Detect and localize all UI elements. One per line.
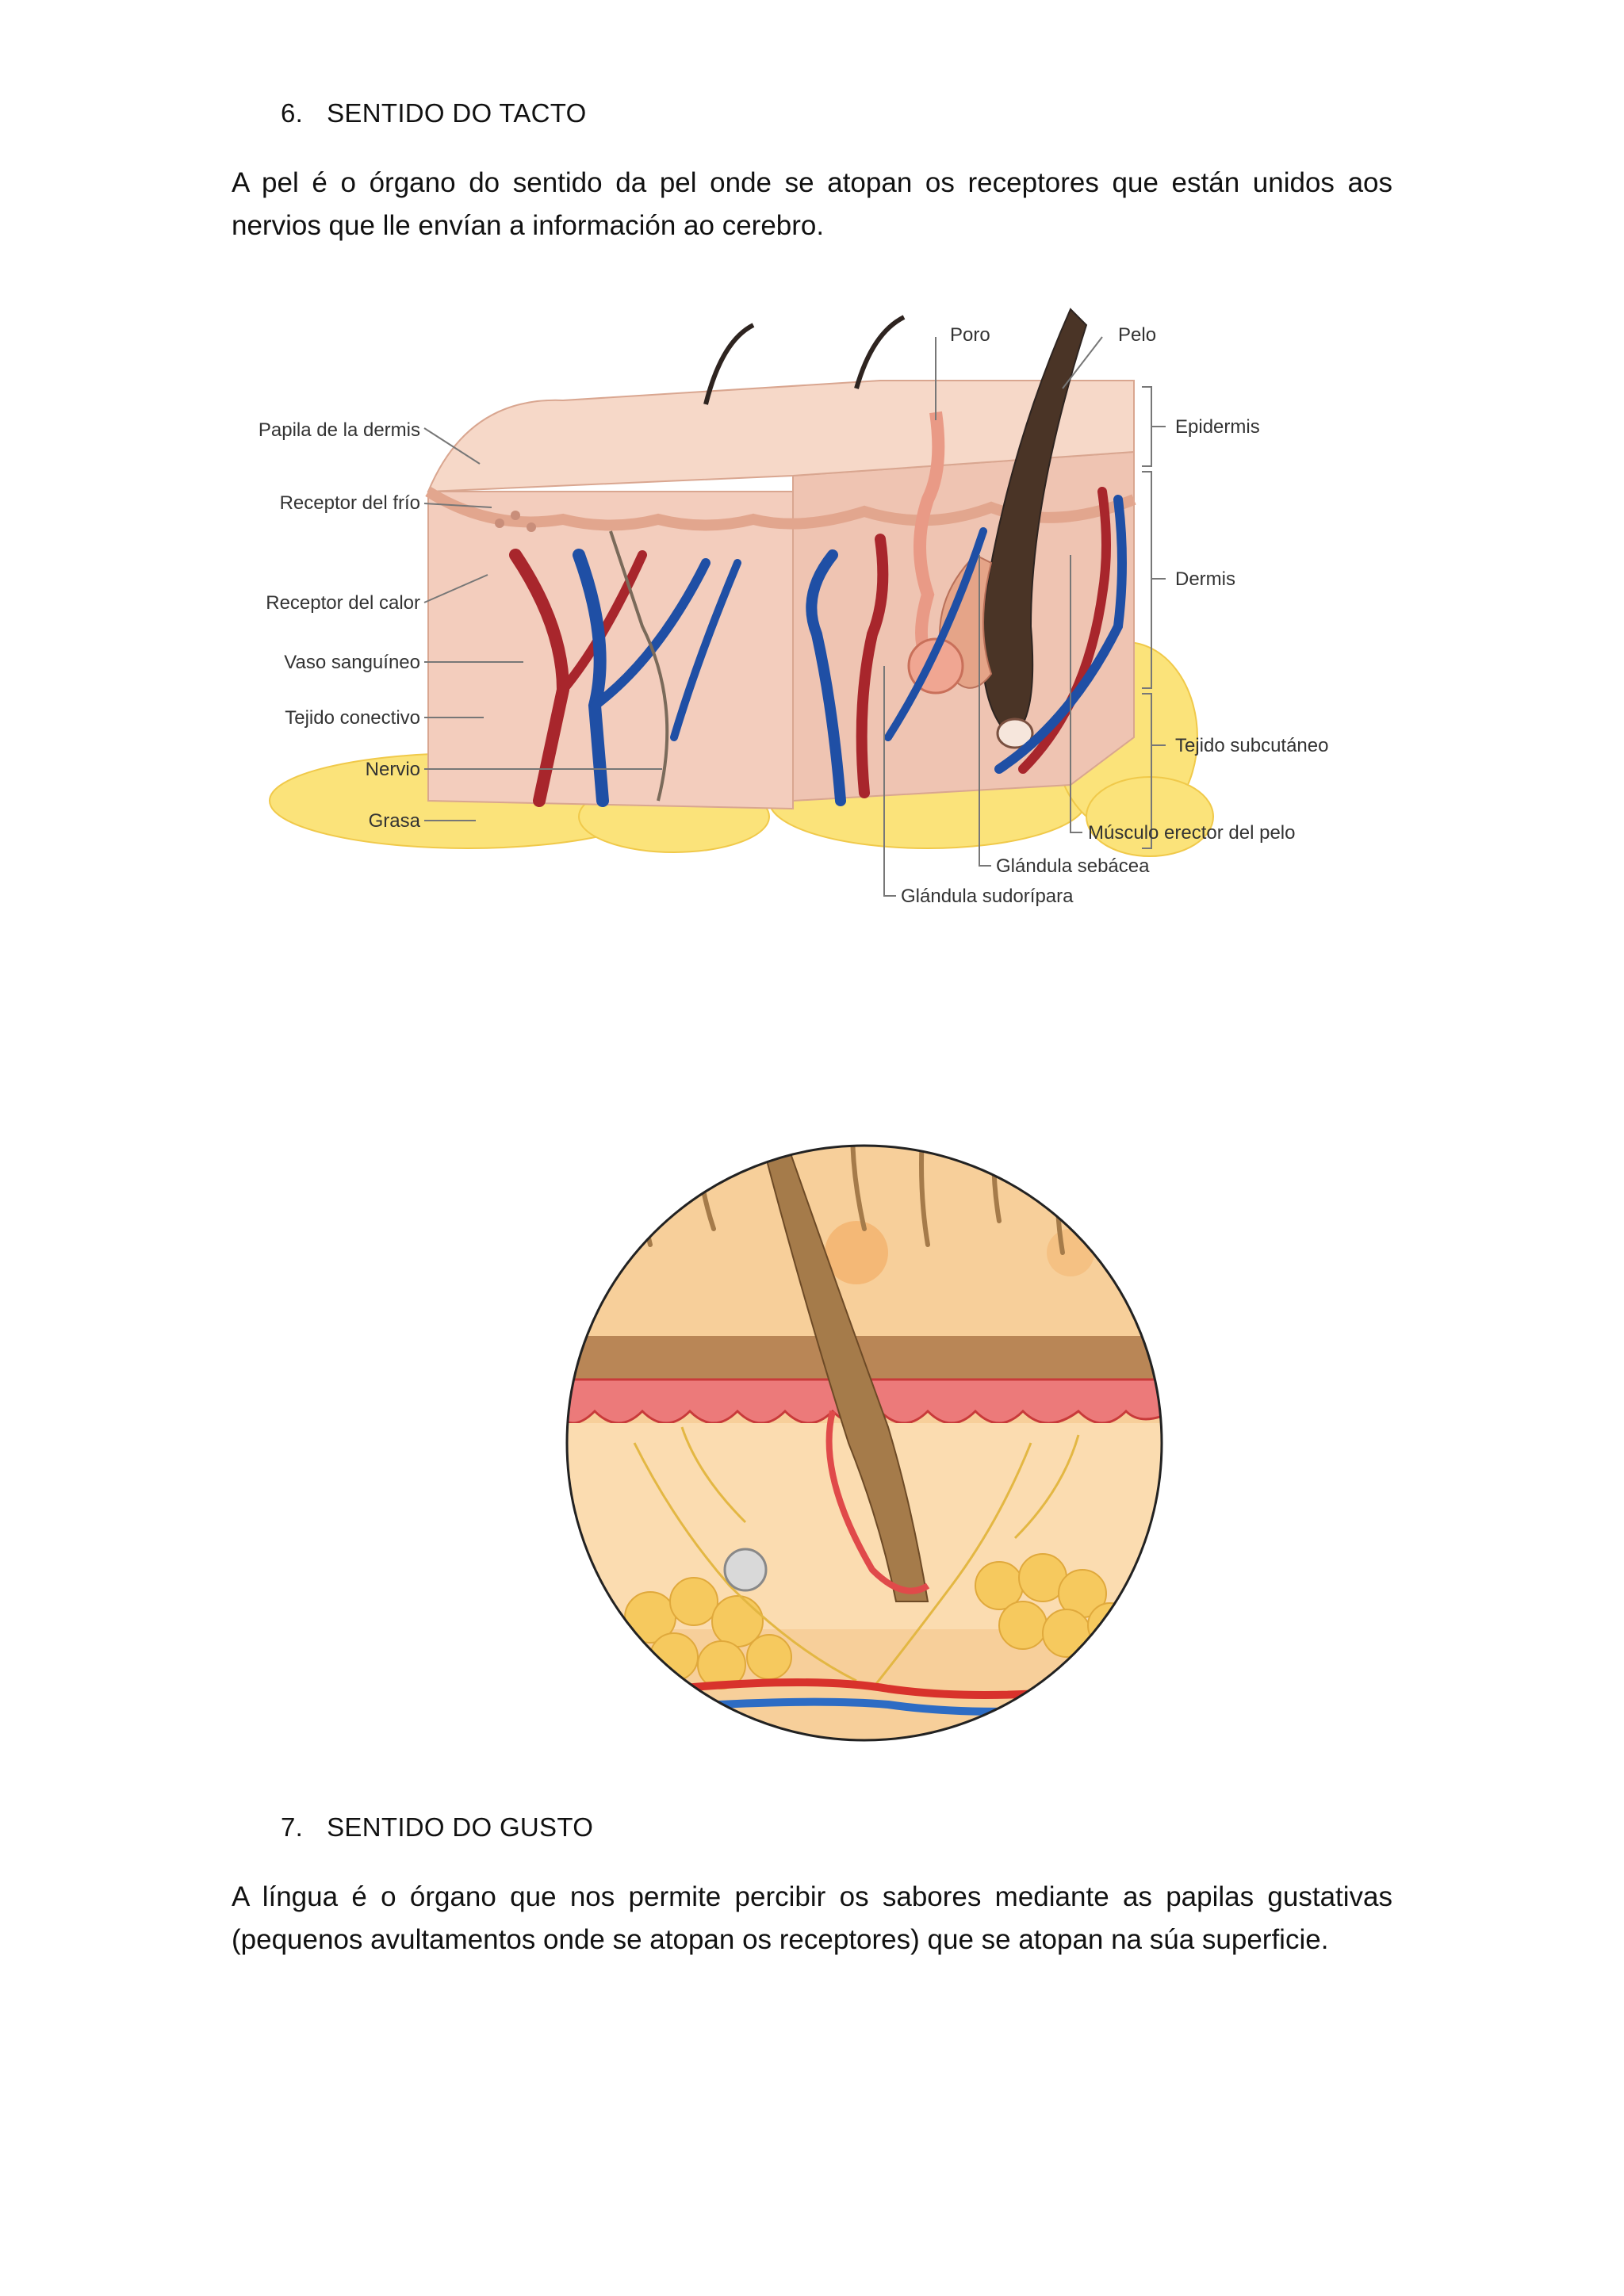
cold-receptor [495,511,536,532]
blood-vessels [509,487,1127,807]
label-poro: Poro [950,324,990,346]
label-tejido-subcutaneo: Tejido subcutáneo [1175,735,1328,756]
label-dermis: Dermis [1175,568,1235,590]
sweat-gland-duct [914,411,945,672]
section-title: SENTIDO DO GUSTO [327,1812,594,1842]
hair-follicle-main [736,1146,929,1602]
leader-pelo [1062,336,1103,389]
section-number: 7. [281,1812,304,1842]
section-heading-7: 7. SENTIDO DO GUSTO [281,1812,593,1843]
hair-strand [854,315,906,389]
hair-strand [703,323,755,405]
label-glandula-sudoripara: Glándula sudorípara [901,886,1074,907]
label-epidermis: Epidermis [1175,416,1260,438]
right-brackets [1142,386,1166,849]
hair-bulb [996,718,1034,749]
label-nervio: Nervio [366,759,420,780]
section-title: SENTIDO DO TACTO [327,98,587,128]
skin-circle-illustration [565,1144,1163,1742]
label-glandula-sebacea: Glándula sebácea [996,855,1150,877]
receptor-coil [723,1548,768,1592]
nerve-fiber [609,530,669,802]
section-paragraph-7: A língua é o órgano que nos permite perc… [232,1881,1392,1955]
label-tejido-conectivo: Tejido conectivo [285,707,420,729]
fat-cells [624,1553,1133,1689]
skin-cross-section-diagram: Papila de la dermis Receptor del frío Re… [259,308,1328,907]
surface-spot [825,1221,888,1284]
label-vaso-sanguineo: Vaso sanguíneo [284,652,420,673]
circle-border [565,1144,1163,1742]
label-papila-dermis: Papila de la dermis [259,419,420,441]
label-receptor-frio: Receptor del frío [280,492,420,514]
epidermis-layer [427,380,1135,493]
dermis-block-left [427,491,794,810]
bottom-leader-lines [883,555,1082,897]
epidermis-ridge [425,487,1136,531]
label-grasa: Grasa [369,810,421,832]
left-leader-lines [423,427,662,821]
label-receptor-calor: Receptor del calor [266,592,420,614]
label-musculo-erector: Músculo erector del pelo [1088,822,1295,844]
follicle-sheath [825,1410,930,1594]
section-paragraph-6: A pel é o órgano do sentido da pel onde … [232,167,1392,241]
nerve-network [633,1426,1080,1689]
section-heading-6: 6. SENTIDO DO TACTO [281,98,587,128]
label-pelo: Pelo [1118,324,1156,346]
section-number: 6. [281,98,304,128]
surface-spot [1047,1229,1094,1276]
